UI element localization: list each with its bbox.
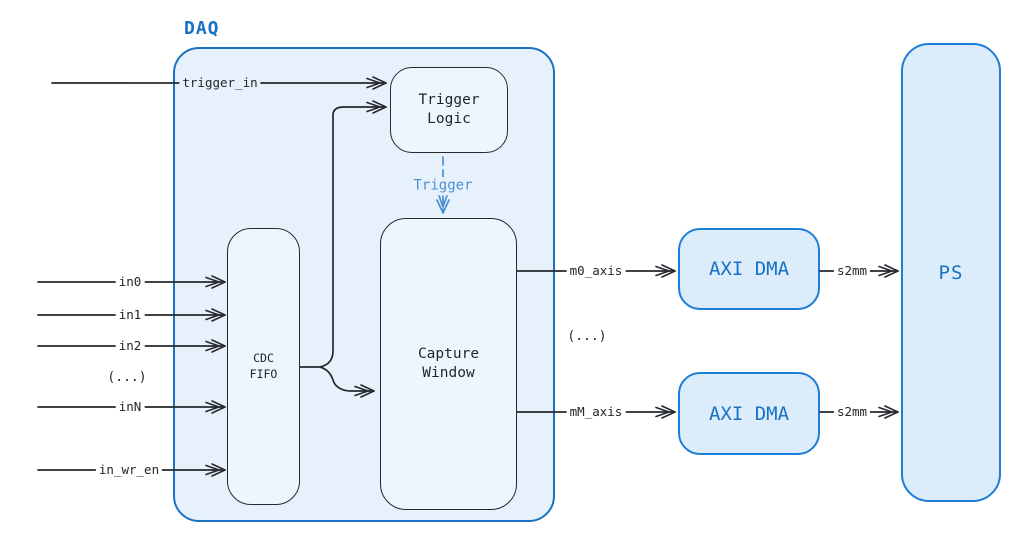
trigger-in-label: trigger_in xyxy=(179,75,261,91)
capture-window-label: Capture Window xyxy=(417,345,480,381)
in1-label: in1 xyxy=(115,307,145,323)
fifo-to-trigger-arrow xyxy=(319,100,387,368)
s2mm-bottom-label: s2mm xyxy=(833,404,871,420)
daq-label: DAQ xyxy=(184,18,220,39)
inN-label: inN xyxy=(115,399,145,415)
in2-label: in2 xyxy=(115,338,145,354)
in-wr-en-label: in_wr_en xyxy=(95,462,163,478)
trigger-logic-block: Trigger Logic xyxy=(390,67,508,153)
trigger-logic-label: Trigger Logic xyxy=(418,91,480,127)
m0-axis-label: m0_axis xyxy=(566,263,626,279)
cdc-fifo-block: CDC FIFO xyxy=(227,228,300,505)
mM-axis-label: mM_axis xyxy=(566,404,626,420)
inputs-ellipsis-label: (...) xyxy=(107,369,147,385)
cdc-fifo-label: CDC FIFO xyxy=(249,351,278,381)
s2mm-top-label: s2mm xyxy=(833,263,871,279)
capture-window-block: Capture Window xyxy=(380,218,517,510)
ps-label: PS xyxy=(938,261,964,284)
axi-dma-top-block: AXI DMA xyxy=(678,228,820,310)
fifo-to-capture-arrow xyxy=(319,366,375,398)
axi-dma-bottom-label: AXI DMA xyxy=(708,402,790,425)
axi-dma-bottom-block: AXI DMA xyxy=(678,372,820,455)
in0-label: in0 xyxy=(115,274,145,290)
dma-ellipsis-label: (...) xyxy=(567,328,607,344)
trigger-signal-label: Trigger xyxy=(410,177,476,195)
ps-block: PS xyxy=(901,43,1001,502)
axi-dma-top-label: AXI DMA xyxy=(708,258,790,280)
